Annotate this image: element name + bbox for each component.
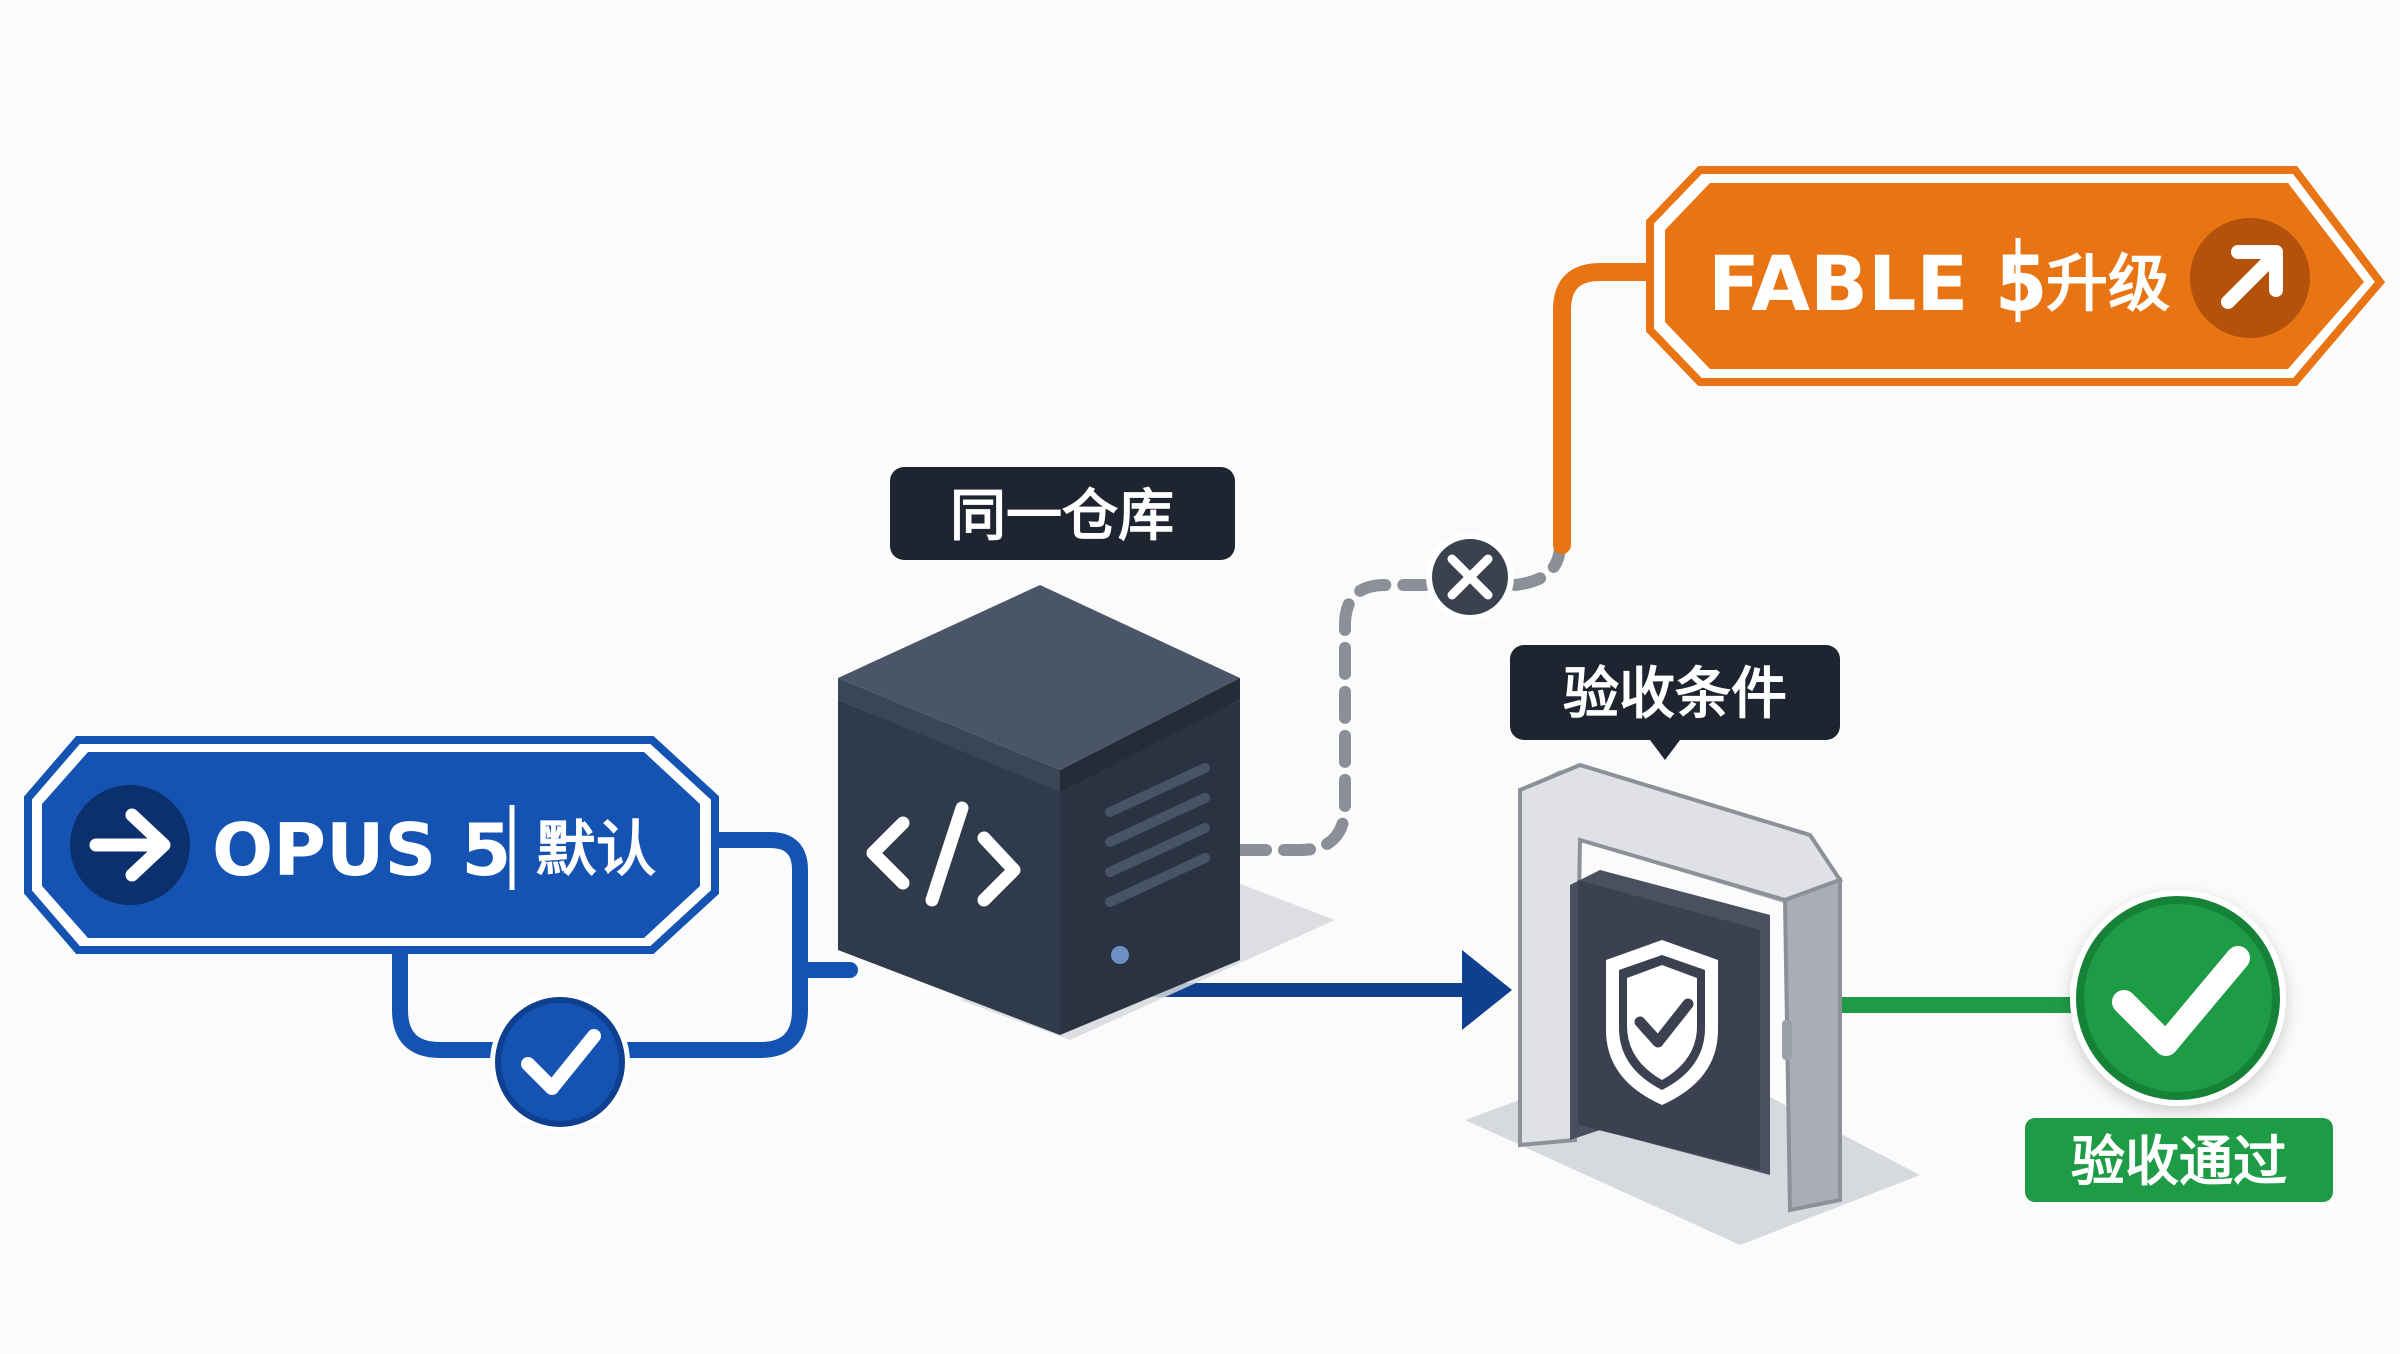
repository-server	[838, 585, 1335, 1040]
arrow-right-icon	[89, 808, 171, 882]
opus-tag: 默认	[536, 815, 656, 885]
shield-check-icon	[1606, 940, 1718, 1105]
opus-name: OPUS 5	[212, 808, 511, 892]
check-circle-icon	[490, 992, 630, 1132]
fable-name: FABLE 5	[1708, 239, 2048, 328]
xmarker-to-fable-dashed-connector	[1509, 539, 1566, 591]
gate-label: 验收条件	[1510, 645, 1840, 760]
big-check-icon	[2070, 890, 2286, 1106]
x-circle-icon	[1426, 533, 1514, 621]
repository-label-text: 同一仓库	[950, 484, 1174, 549]
code-brackets-icon	[866, 801, 1021, 907]
fable-tag: 升级	[2046, 247, 2170, 320]
repo-to-gate-arrowhead	[1462, 950, 1512, 1030]
server-vents	[1105, 763, 1210, 907]
repo-to-fable-dashed-connector	[1234, 579, 1431, 856]
fable-badge: FABLE 5 升级	[1646, 166, 2386, 386]
opus-badge: OPUS 5 默认	[24, 736, 719, 954]
result-label: 验收通过	[2025, 1118, 2333, 1202]
result-label-text: 验收通过	[2071, 1130, 2287, 1193]
opus-loop-connector	[392, 832, 808, 1058]
acceptance-gate	[1465, 762, 1920, 1245]
repository-label: 同一仓库	[890, 467, 1235, 560]
arrow-up-right-icon	[2221, 245, 2283, 309]
fable-connector	[1553, 263, 1669, 554]
server-led	[1111, 946, 1129, 964]
gate-handle	[1782, 1020, 1792, 1060]
gate-label-text: 验收条件	[1563, 662, 1787, 727]
